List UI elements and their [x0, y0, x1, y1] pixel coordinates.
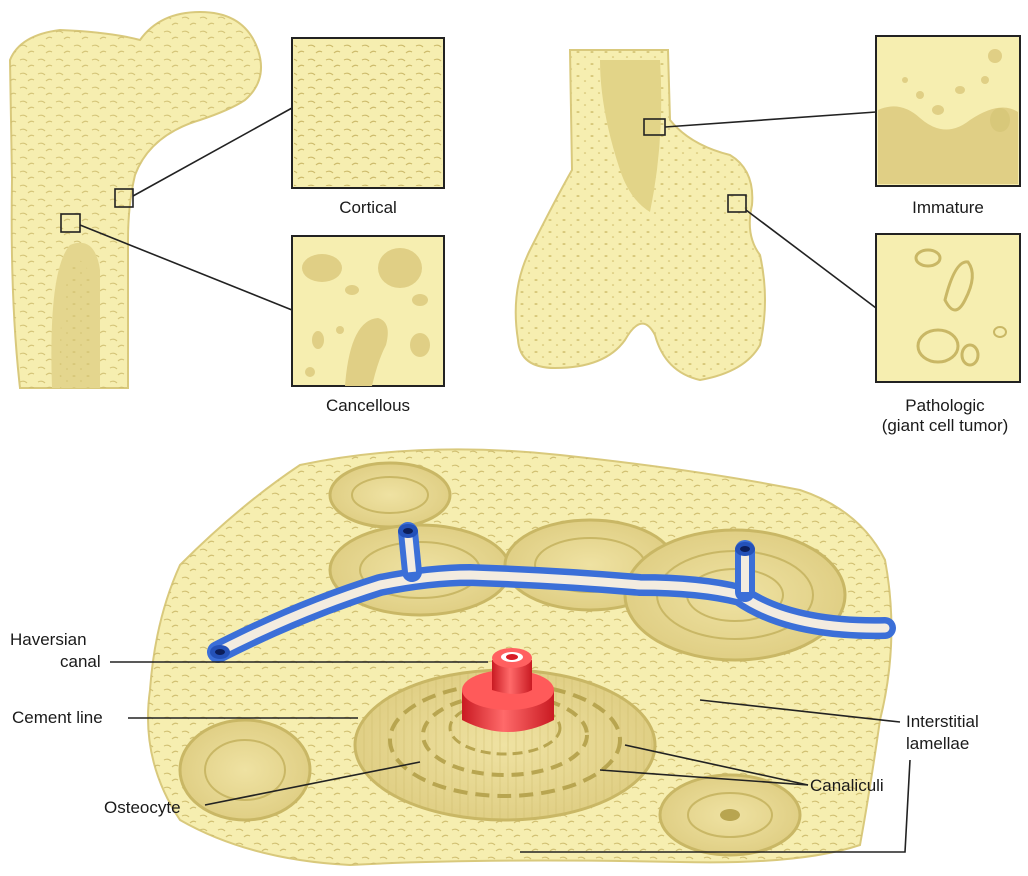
- label-cortical: Cortical: [292, 198, 444, 218]
- femur-illustration: [10, 12, 292, 388]
- label-interstitial: Interstitial: [906, 712, 979, 732]
- pathologic-inset: [876, 234, 1020, 382]
- label-canaliculi: Canaliculi: [810, 776, 884, 796]
- label-immature: Immature: [876, 198, 1020, 218]
- cortical-inset: [292, 38, 444, 188]
- label-cement-line: Cement line: [12, 708, 103, 728]
- label-osteocyte: Osteocyte: [104, 798, 181, 818]
- label-haversian: Haversian: [10, 630, 87, 650]
- label-pathologic-subtitle: (giant cell tumor): [862, 416, 1028, 436]
- immature-inset: [876, 36, 1020, 186]
- cancellous-inset: [292, 236, 444, 386]
- osteon-block: [110, 449, 910, 865]
- distal-femur-illustration: [516, 50, 876, 380]
- label-haversian-canal: canal: [60, 652, 101, 672]
- label-pathologic: Pathologic: [862, 396, 1028, 416]
- label-interstitial-lamellae: lamellae: [906, 734, 969, 754]
- label-cancellous: Cancellous: [292, 396, 444, 416]
